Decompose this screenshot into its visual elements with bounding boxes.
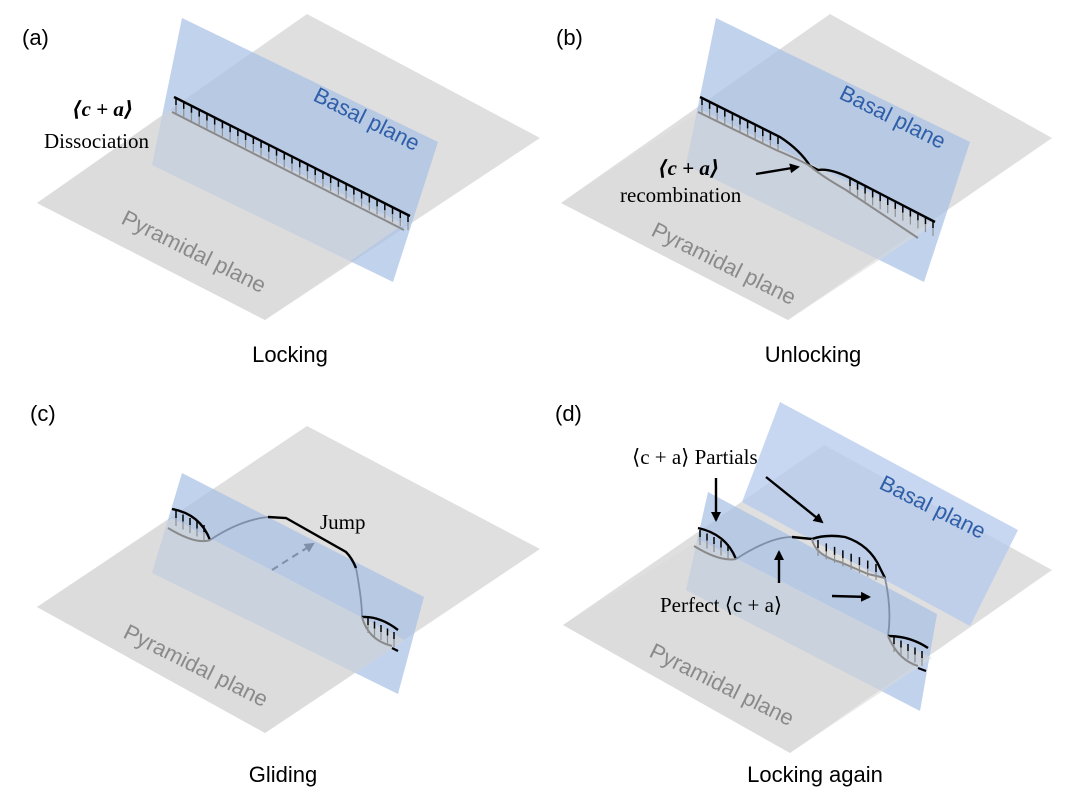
right-partial-trailing	[361, 616, 393, 647]
burgers-vector-label: ⟨c + a⟩	[658, 156, 719, 180]
caption: Unlocking	[765, 342, 862, 367]
dislocation-stub	[917, 666, 927, 673]
recombination-arrow	[755, 163, 800, 176]
burgers-vector-label: ⟨c + a⟩	[72, 97, 133, 121]
recombination-label: recombination	[620, 183, 742, 207]
panel-label: (b)	[556, 25, 583, 50]
left-partial-leading	[697, 526, 738, 560]
panel-a: (a) Basal plane Pyramidal plane ⟨c + a⟩ …	[22, 14, 540, 367]
panel-d: (d) ⟨c + a⟩ Partials Perfect ⟨c + a⟩ Bas…	[555, 401, 1052, 787]
stacking-fault-ticks	[175, 511, 395, 647]
pyramidal-plane-front	[37, 518, 405, 733]
perfect-dislocation-lower	[884, 577, 891, 637]
pyramidal-plane-front	[563, 540, 932, 753]
upper-partial-trailing	[811, 538, 886, 579]
dislocation-line-trailing	[697, 111, 919, 239]
perfect-dislocation	[735, 536, 793, 560]
stacking-fault-ticks	[701, 98, 934, 236]
dissociation-label: Dissociation	[44, 129, 149, 153]
partial-arrow-right	[765, 476, 824, 524]
pyramidal-plane-front	[37, 110, 404, 320]
dislocation-line-trailing	[171, 111, 405, 231]
right-partial-leading	[361, 615, 399, 631]
right-partial-leading	[887, 634, 929, 649]
jump-direction-arrow	[271, 542, 315, 571]
stacking-fault-ticks	[699, 530, 923, 666]
jump-label: Jump	[320, 510, 366, 534]
partials-label: ⟨c + a⟩ Partials	[632, 445, 758, 469]
dislocation-stub	[391, 647, 399, 652]
basal-plane-raised	[742, 402, 1018, 626]
panel-c: (c) Jump Pyramidal plane Gliding	[30, 401, 540, 787]
left-partial-trailing	[167, 527, 211, 543]
dislocation-on-basal	[209, 516, 269, 541]
panel-label: (d)	[555, 401, 582, 426]
panel-label: (c)	[30, 401, 56, 426]
perfect-label: Perfect ⟨c + a⟩	[660, 593, 782, 617]
dislocation-on-basal-lower	[355, 567, 363, 618]
left-partial-leading	[171, 507, 212, 541]
upper-partial-leading	[791, 534, 887, 579]
caption: Gliding	[249, 762, 317, 787]
dislocation-line-leading	[699, 95, 936, 224]
left-partial-trailing	[693, 545, 737, 561]
caption: Locking	[252, 342, 328, 367]
jumped-segment	[267, 515, 358, 569]
pyramidal-plane-front	[561, 110, 934, 320]
panel-b: (b) Basal plane Pyramidal plane ⟨c + a⟩ …	[556, 14, 1052, 367]
panel-label: (a)	[22, 25, 49, 50]
perfect-arrow-right	[831, 591, 871, 602]
stacking-fault-ticks	[175, 98, 409, 230]
caption: Locking again	[747, 762, 883, 787]
